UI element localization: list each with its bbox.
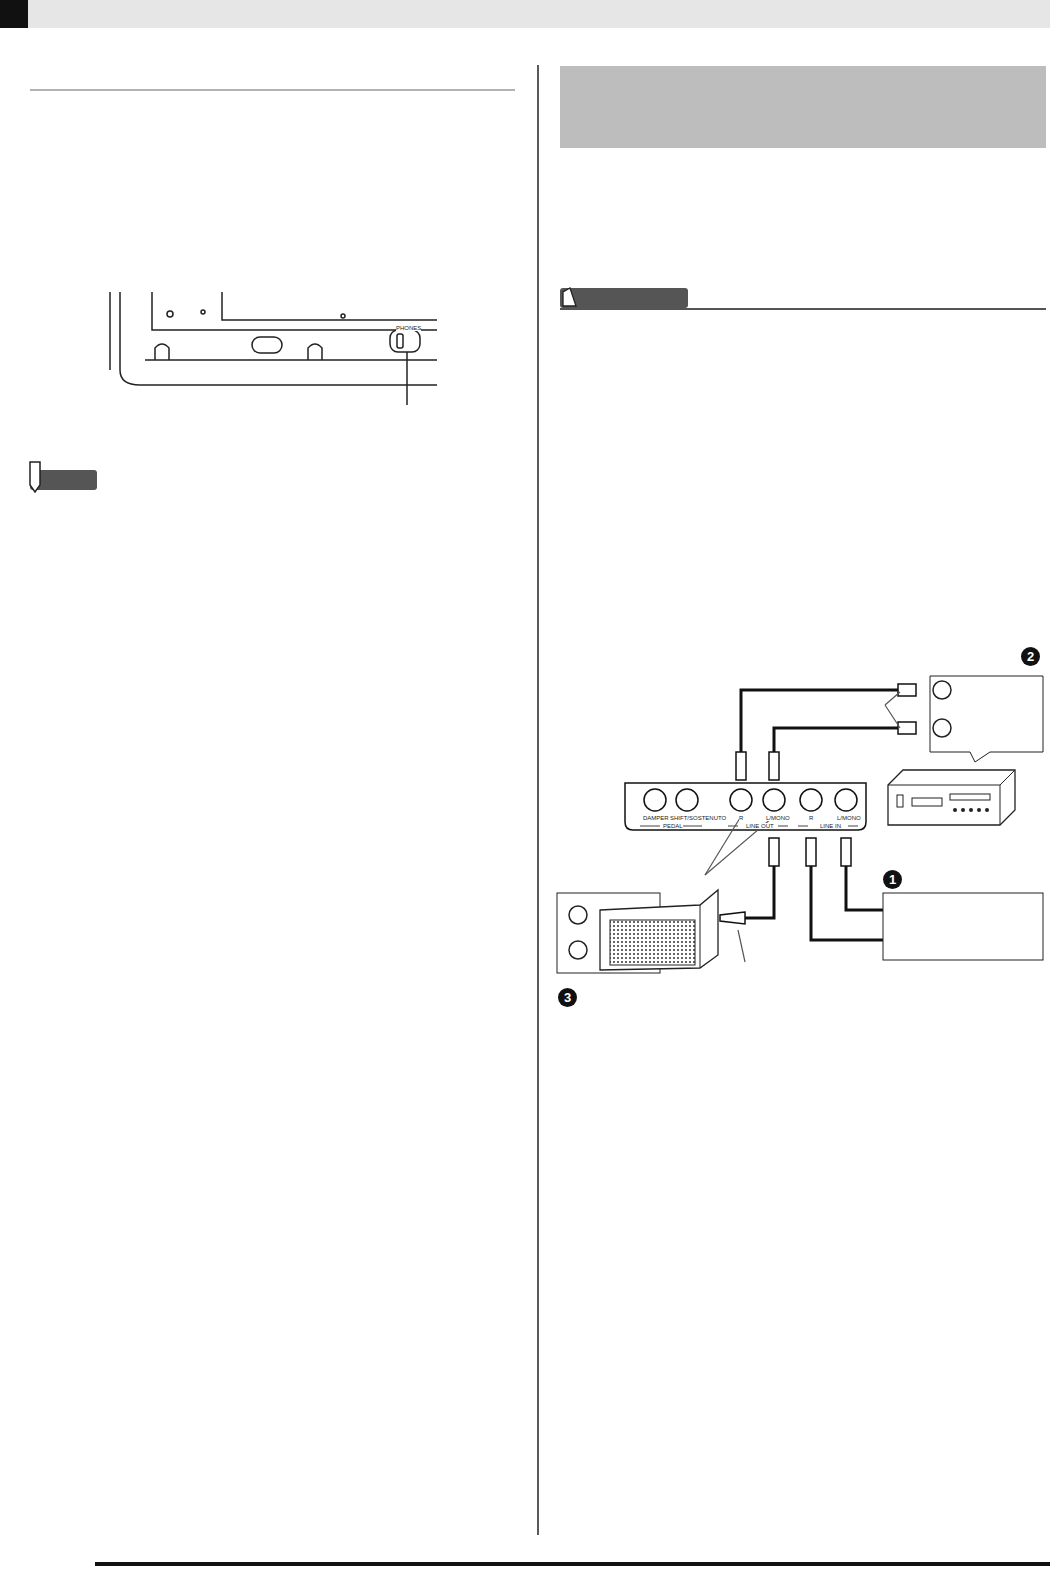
jack-label: SHIFT/SOSTENUTO <box>670 815 726 821</box>
callout-number: 1 <box>883 870 902 889</box>
jack-label: R <box>739 815 743 821</box>
jack-label: DAMPER <box>643 815 669 821</box>
part-label: PHONES <box>396 325 421 331</box>
group-label: LINE OUT <box>746 823 774 829</box>
jack-label: R <box>809 815 813 821</box>
jack-label: L/MONO <box>837 815 861 821</box>
group-label: PEDAL <box>663 823 683 829</box>
group-label: LINE IN <box>820 823 841 829</box>
callout-number: 2 <box>1021 647 1040 666</box>
jack-label: L/MONO <box>766 815 790 821</box>
callout-number: 3 <box>558 988 577 1007</box>
